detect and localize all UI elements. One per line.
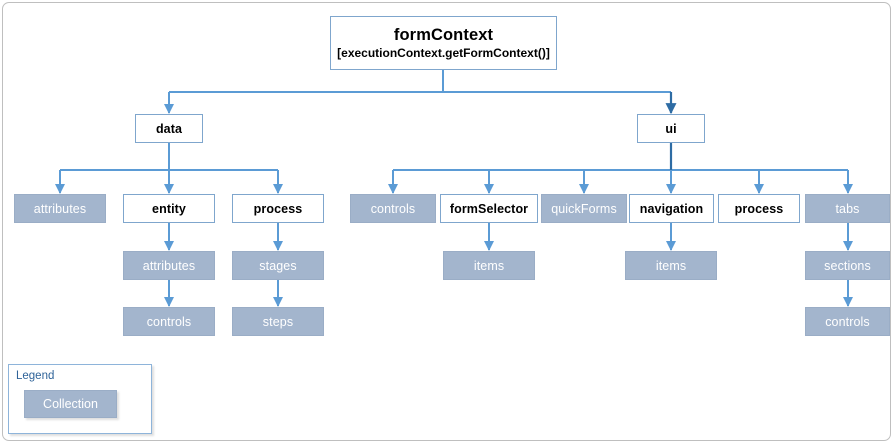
- node-process-stages-label: stages: [259, 258, 297, 273]
- node-ui-navigation[interactable]: navigation: [629, 194, 714, 223]
- node-ui-process[interactable]: process: [718, 194, 800, 223]
- node-entity-attributes-label: attributes: [142, 258, 196, 273]
- legend-collection-swatch: Collection: [24, 390, 117, 418]
- node-navigation-items-label: items: [655, 258, 687, 273]
- node-tabs-sections-label: sections: [824, 258, 871, 273]
- node-formcontext[interactable]: formContext [executionContext.getFormCon…: [330, 16, 557, 70]
- legend-collection-label: Collection: [43, 397, 98, 411]
- node-data-attributes-label: attributes: [33, 201, 87, 216]
- node-formcontext-expression: [executionContext.getFormContext()]: [337, 45, 550, 60]
- node-process-steps-label: steps: [262, 314, 294, 329]
- legend-title: Legend: [16, 370, 55, 382]
- node-ui-formselector-label: formSelector: [449, 201, 529, 216]
- node-ui-formselector[interactable]: formSelector: [440, 194, 538, 223]
- node-ui-tabs-label: tabs: [835, 201, 860, 216]
- node-ui-controls-label: controls: [370, 201, 416, 216]
- node-data-process[interactable]: process: [232, 194, 324, 223]
- node-ui-quickforms[interactable]: quickForms: [541, 194, 627, 223]
- node-data-entity[interactable]: entity: [123, 194, 215, 223]
- node-tabs-sections[interactable]: sections: [805, 251, 890, 280]
- node-process-steps[interactable]: steps: [232, 307, 324, 336]
- node-ui-tabs[interactable]: tabs: [805, 194, 890, 223]
- node-process-stages[interactable]: stages: [232, 251, 324, 280]
- node-ui-navigation-label: navigation: [639, 201, 704, 216]
- node-entity-attributes[interactable]: attributes: [123, 251, 215, 280]
- node-entity-controls[interactable]: controls: [123, 307, 215, 336]
- node-data-process-label: process: [253, 201, 303, 216]
- node-formcontext-label: formContext: [393, 26, 494, 45]
- legend-box: Legend Collection: [8, 364, 152, 434]
- node-tabs-controls-label: controls: [825, 314, 870, 329]
- node-ui-process-label: process: [734, 201, 784, 216]
- node-ui-quickforms-label: quickForms: [551, 201, 617, 216]
- node-data-attributes[interactable]: attributes: [14, 194, 106, 223]
- node-formselector-items-label: items: [473, 258, 505, 273]
- node-ui[interactable]: ui: [637, 114, 705, 143]
- node-data-label: data: [155, 121, 183, 136]
- node-ui-controls[interactable]: controls: [350, 194, 436, 223]
- node-entity-controls-label: controls: [146, 314, 192, 329]
- node-data-entity-label: entity: [152, 201, 186, 216]
- node-data[interactable]: data: [135, 114, 203, 143]
- node-navigation-items[interactable]: items: [625, 251, 717, 280]
- node-ui-label: ui: [665, 121, 677, 136]
- node-tabs-controls[interactable]: controls: [805, 307, 890, 336]
- node-formselector-items[interactable]: items: [443, 251, 535, 280]
